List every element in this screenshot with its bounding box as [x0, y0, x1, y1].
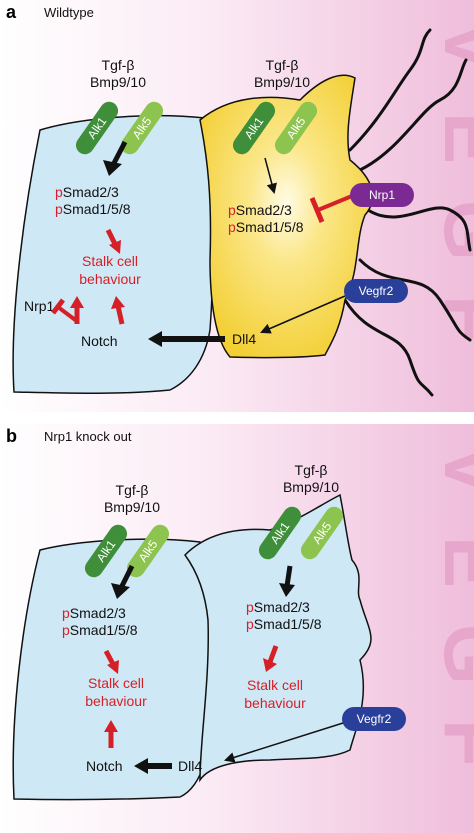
signal-arrow: [223, 722, 344, 763]
panel-a: a Wildtype V E G F Tgf-β Bmp9/10 Tgf-β B…: [0, 0, 474, 412]
red-arrowhead: [111, 296, 125, 309]
ligand-tgfb-label: Tgf-β: [295, 462, 328, 478]
red-arrowhead: [70, 296, 84, 308]
vegf-letter: G: [428, 624, 474, 685]
inhibit-line: [317, 194, 353, 212]
panel-a-letter: a: [6, 2, 17, 22]
vegf-letter: V: [428, 444, 474, 496]
panel-a-title: Wildtype: [44, 5, 94, 20]
ligand-tgfb-label: Tgf-β: [102, 57, 135, 73]
signal-arrow: [264, 157, 277, 195]
vegfr2-pill-label: Vegfr2: [357, 712, 392, 726]
vegf-letter: V: [428, 20, 474, 72]
stalk-cell-left-b: [12, 538, 212, 801]
notch-label: Notch: [86, 758, 123, 774]
ligand-bmp-label: Bmp9/10: [254, 74, 310, 90]
psmad23-label: pSmad2/3: [228, 202, 292, 218]
notch-label: Notch: [81, 333, 118, 349]
ligand-bmp-label: Bmp9/10: [90, 74, 146, 90]
dll4-notch-arrowhead: [148, 331, 162, 347]
nrp1-pill: [350, 183, 414, 207]
panel-divider: [0, 412, 474, 424]
panel-b: b Nrp1 knock out V E G F Tgf-β Bmp9/10 T…: [0, 424, 474, 833]
dll4-label: Dll4: [178, 758, 202, 774]
red-arrowhead: [104, 720, 118, 732]
psmad23-label: pSmad2/3: [246, 599, 310, 615]
dll4-notch-arrowhead: [134, 758, 148, 774]
dll4-label: Dll4: [232, 331, 256, 347]
vegf-letter: F: [428, 719, 474, 767]
ligand-tgfb-label: Tgf-β: [116, 482, 149, 498]
panel-b-title: Nrp1 knock out: [44, 429, 132, 444]
ligand-bmp-label: Bmp9/10: [104, 499, 160, 515]
signal-arrowhead: [103, 160, 122, 176]
signal-arrow: [284, 565, 293, 587]
vegf-label-b: V E G F: [428, 444, 474, 767]
psmad158-label: pSmad1/5/8: [55, 201, 131, 217]
red-arrow: [115, 305, 125, 325]
panel-b-letter: b: [6, 426, 17, 446]
psmad23-label: pSmad2/3: [62, 605, 126, 621]
inhibit-line: [56, 305, 80, 324]
stalk-cell-a: [12, 114, 215, 394]
psmad158-label: pSmad1/5/8: [246, 616, 322, 632]
vegfr2-pill: [344, 279, 408, 303]
nrp1-pill-label: Nrp1: [369, 188, 395, 202]
signal-arrow: [260, 295, 346, 334]
psmad158-label: pSmad1/5/8: [228, 219, 304, 235]
nrp1-label: Nrp1: [24, 298, 55, 314]
vegfr2-pill: [342, 707, 406, 731]
vegf-letter: E: [428, 112, 474, 164]
red-arrowhead: [263, 658, 277, 672]
signal-arrowhead: [279, 583, 295, 597]
psmad23-label: pSmad2/3: [55, 184, 119, 200]
vegfr2-pill-label: Vegfr2: [359, 284, 394, 298]
vegf-letter: E: [428, 536, 474, 588]
psmad158-label: pSmad1/5/8: [62, 622, 138, 638]
stalk-behaviour-label: Stalk cell: [82, 253, 138, 269]
filopodia-a: [343, 28, 472, 397]
stalk-cell-right-b: [184, 493, 372, 783]
ligand-tgfb-label: Tgf-β: [266, 57, 299, 73]
red-arrowhead: [107, 660, 119, 674]
red-arrow: [267, 645, 279, 663]
ligand-bmp-label: Bmp9/10: [283, 479, 339, 495]
stalk-behaviour-label: behaviour: [85, 693, 147, 709]
red-arrowhead: [109, 240, 121, 254]
stalk-behaviour-label: Stalk cell: [88, 675, 144, 691]
signal-arrowhead: [111, 583, 130, 599]
stalk-behaviour-label: Stalk cell: [247, 677, 303, 693]
stalk-behaviour-label: behaviour: [79, 271, 141, 287]
inhibit-bar: [51, 298, 65, 315]
inhibit-bar: [309, 197, 325, 223]
stalk-behaviour-label: behaviour: [244, 695, 306, 711]
